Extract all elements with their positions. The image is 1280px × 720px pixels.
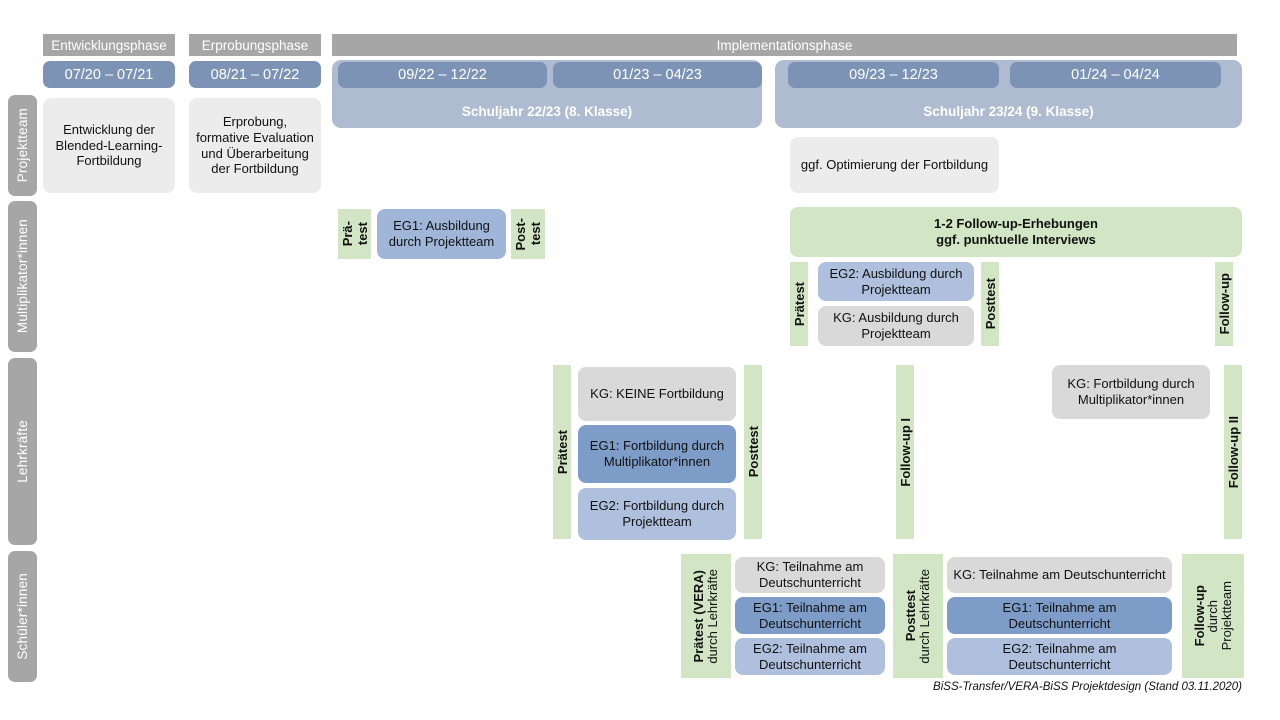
followup-label: Follow-up [1216, 273, 1232, 335]
phase-label: Entwicklungsphase [51, 37, 167, 53]
date-label: 08/21 – 07/22 [210, 66, 300, 83]
followup-label: Follow-up II [1225, 415, 1241, 489]
footer-text: BiSS-Transfer/VERA-BiSS Projektdesign (S… [933, 681, 1242, 693]
lehrkraefte-eg2-box: EG2: Fortbildung durch Projektteam [578, 488, 736, 540]
lane-label: Projektteam [15, 108, 30, 183]
lane-label: Lehrkräfte [15, 420, 30, 483]
schueler-left-eg1-box: EG1: Teilnahme am Deutschunterricht [735, 597, 885, 634]
multiplikatoren-posttest2-strip: Posttest [981, 262, 999, 346]
lehrkraefte-followup-2-strip: Follow-up II [1224, 365, 1242, 539]
posttest-label-line1: Post- [513, 217, 528, 251]
projektteam-entwicklung-box: Entwicklung der Blended-Learning-Fortbil… [43, 98, 175, 193]
box-label: EG2: Ausbildung durch Projektteam [829, 265, 963, 297]
date-chip-0923-1223: 09/23 – 12/23 [788, 62, 999, 88]
multiplikatoren-posttest-strip: Post- test [511, 209, 545, 259]
multiplikatoren-praetest2-strip: Prätest [790, 262, 808, 346]
date-label: 01/23 – 04/23 [613, 67, 702, 83]
phase-header-implementationsphase: Implementationsphase [332, 34, 1237, 56]
lehrkraefte-followup-1-strip: Follow-up I [896, 365, 914, 539]
lehrkraefte-kg-fortbildung-box: KG: Fortbildung durch Multiplikator*inne… [1052, 365, 1210, 419]
lane-label: Schüler*innen [15, 573, 30, 660]
box-label: EG1: Teilnahme am Deutschunterricht [1002, 599, 1117, 631]
box-label: KG: KEINE Fortbildung [590, 386, 724, 402]
date-chip-0124-0424: 01/24 – 04/24 [1010, 62, 1221, 88]
lehrkraefte-praetest-strip: Prätest [553, 365, 571, 539]
phase-header-entwicklungsphase: Entwicklungsphase [43, 34, 175, 56]
lane-schuelerinnen: Schüler*innen [8, 551, 37, 682]
schueler-left-eg2-box: EG2: Teilnahme am Deutschunterricht [735, 638, 885, 675]
box-label: KG: Teilnahme am Deutschunterricht [756, 559, 864, 590]
posttest-sublabel: durch Lehrkräfte [917, 568, 932, 664]
followup-label: Follow-up I [897, 417, 913, 487]
box-label: EG2: Teilnahme am Deutschunterricht [753, 640, 867, 672]
phase-label: Implementationsphase [716, 37, 853, 53]
praetest-sublabel: durch Lehrkräfte [705, 568, 720, 664]
box-label: Erprobung, formative Evaluation und Über… [196, 113, 314, 177]
lehrkraefte-eg1-box: EG1: Fortbildung durch Multiplikator*inn… [578, 425, 736, 483]
box-label: KG: Ausbildung durch Projektteam [833, 310, 959, 341]
date-label: 09/22 – 12/22 [398, 67, 487, 83]
date-label: 07/20 – 07/21 [64, 66, 154, 83]
praetest-label-line1: Prä- [339, 221, 355, 247]
school-year-label: Schuljahr 22/23 (8. Klasse) [461, 104, 633, 119]
followup-sublabel-2: Projektteam [1218, 581, 1234, 651]
box-label: Entwicklung der Blended-Learning-Fortbil… [55, 121, 163, 169]
multiplikatoren-eg1-box: EG1: Ausbildung durch Projektteam [377, 209, 506, 259]
schueler-left-kg-box: KG: Teilnahme am Deutschunterricht [735, 557, 885, 593]
multiplikatoren-followup-banner: 1-2 Follow-up-Erhebungen ggf. punktuelle… [790, 207, 1242, 257]
multiplikatoren-kg-box: KG: Ausbildung durch Projektteam [818, 306, 974, 346]
posttest-label-line2: test [528, 222, 543, 246]
schueler-praetest-strip: Prätest (VERA) durch Lehrkräfte [681, 554, 731, 678]
lehrkraefte-kg-keine-box: KG: KEINE Fortbildung [578, 367, 736, 421]
praetest-label: Prätest [791, 281, 807, 327]
footer-caption: BiSS-Transfer/VERA-BiSS Projektdesign (S… [700, 681, 1242, 697]
school-year-label: Schuljahr 23/24 (9. Klasse) [923, 104, 1094, 119]
projektteam-erprobung-box: Erprobung, formative Evaluation und Über… [189, 98, 321, 193]
multiplikatoren-eg2-box: EG2: Ausbildung durch Projektteam [818, 262, 974, 301]
posttest-label: Posttest [745, 426, 761, 478]
box-label: EG1: Teilnahme am Deutschunterricht [753, 599, 867, 631]
praetest-label: Prätest (VERA) [691, 569, 707, 663]
lane-projektteam: Projektteam [8, 95, 37, 196]
posttest-label: Posttest [903, 590, 919, 642]
date-label: 01/24 – 04/24 [1071, 67, 1160, 83]
date-chip-0922-1222: 09/22 – 12/22 [338, 62, 547, 88]
followup-sublabel-1: durch [1205, 599, 1221, 633]
phase-label: Erprobungsphase [201, 37, 309, 53]
lane-multiplikatorinnen: Multiplikator*innen [8, 201, 37, 352]
date-chip-0821-0722: 08/21 – 07/22 [189, 61, 321, 88]
banner-line2: ggf. punktuelle Interviews [936, 232, 1096, 247]
date-chip-0720-0721: 07/20 – 07/21 [43, 61, 175, 88]
phase-header-erprobungsphase: Erprobungsphase [189, 34, 321, 56]
lehrkraefte-posttest-strip: Posttest [744, 365, 762, 539]
posttest-label: Posttest [982, 278, 998, 330]
schueler-right-kg-box: KG: Teilnahme am Deutschunterricht [947, 557, 1172, 593]
praetest-label-line2: test [354, 222, 370, 246]
schueler-followup-strip: Follow-up durch Projektteam [1182, 554, 1244, 678]
schueler-right-eg2-box: EG2: Teilnahme am Deutschunterricht [947, 638, 1172, 675]
box-label: EG2: Fortbildung durch Projektteam [589, 498, 725, 529]
schueler-posttest-strip: Posttest durch Lehrkräfte [893, 554, 943, 678]
box-label: EG2: Teilnahme am Deutschunterricht [1002, 640, 1117, 672]
box-label: EG1: Ausbildung durch Projektteam [388, 218, 495, 249]
lane-label: Multiplikator*innen [15, 219, 30, 334]
date-label: 09/23 – 12/23 [849, 67, 938, 83]
lane-lehrkraefte: Lehrkräfte [8, 358, 37, 545]
box-label: KG: Teilnahme am Deutschunterricht [953, 567, 1166, 583]
box-label: KG: Fortbildung durch Multiplikator*inne… [1067, 376, 1195, 407]
date-chip-0123-0423: 01/23 – 04/23 [553, 62, 762, 88]
box-label: EG1: Fortbildung durch Multiplikator*inn… [589, 438, 725, 469]
projektteam-optimierung-box: ggf. Optimierung der Fortbildung [790, 137, 999, 193]
box-label: ggf. Optimierung der Fortbildung [800, 157, 989, 173]
banner-line1: 1-2 Follow-up-Erhebungen [934, 216, 1098, 232]
schueler-right-eg1-box: EG1: Teilnahme am Deutschunterricht [947, 597, 1172, 634]
multiplikatoren-praetest-strip: Prä- test [338, 209, 371, 259]
praetest-label: Prätest [554, 429, 570, 475]
multiplikatoren-followup-strip: Follow-up [1215, 262, 1233, 346]
